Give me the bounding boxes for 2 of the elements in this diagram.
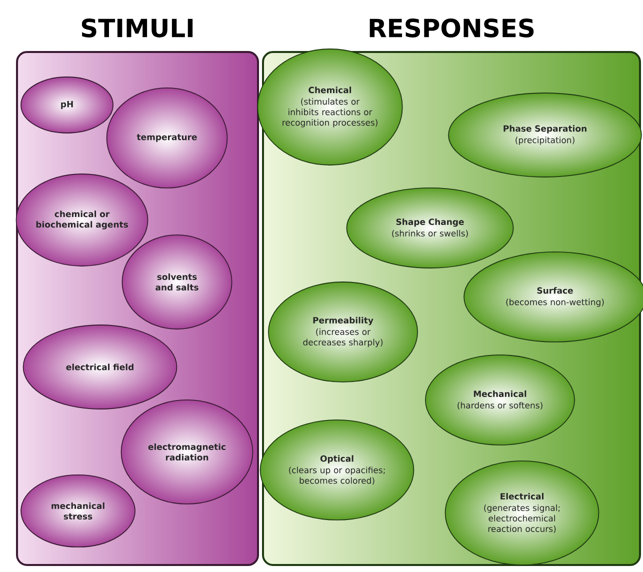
- panel-heading: RESPONSES: [370, 18, 534, 38]
- panel-heading: STIMULI: [82, 18, 193, 38]
